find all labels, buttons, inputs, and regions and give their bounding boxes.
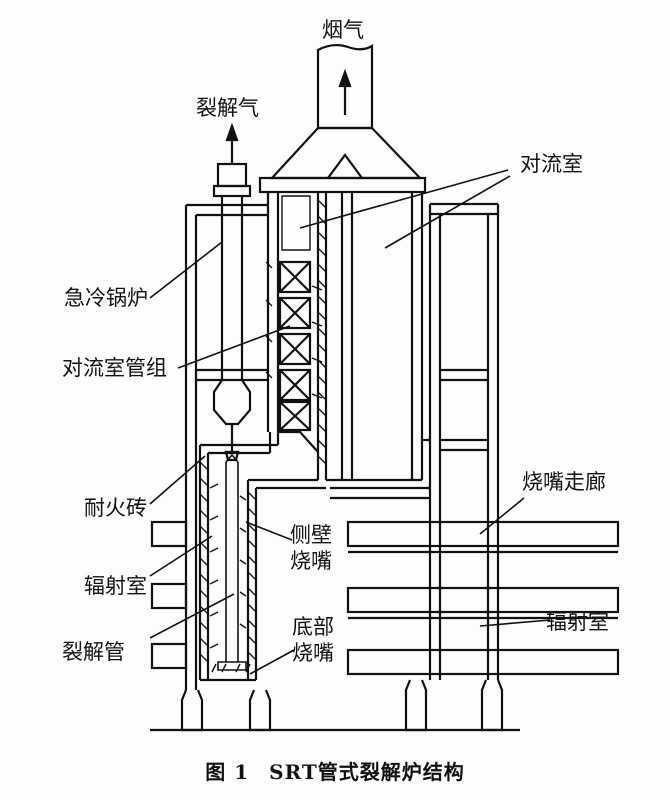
support-legs <box>150 679 520 732</box>
cracking-tube <box>217 453 247 671</box>
convection-section <box>266 192 424 482</box>
flue-gas-arrow <box>338 68 352 115</box>
label-quench-boiler: 急冷锅炉 <box>64 286 148 310</box>
radiant-section <box>198 430 430 682</box>
figure-title: SRT管式裂解炉结构 <box>269 760 465 784</box>
convection-tube-bank-boxes <box>265 195 323 432</box>
right-burner-corridors <box>346 520 620 676</box>
label-cracking-tube: 裂解管 <box>62 640 125 664</box>
label-convection-room-top: 对流室 <box>520 152 583 176</box>
label-convection-tube-bank: 对流室管组 <box>62 356 167 380</box>
figure-caption: 图 1 SRT管式裂解炉结构 <box>0 756 670 785</box>
left-frame <box>184 203 268 690</box>
label-refractory-brick: 耐火砖 <box>84 496 147 520</box>
label-side-wall-burner: 侧壁烧嘴 <box>290 523 332 573</box>
cracked-gas-arrow <box>225 122 239 164</box>
side-wall-burners <box>209 483 247 649</box>
bottom-burners <box>211 663 251 673</box>
leader-lines <box>149 169 551 675</box>
label-cracked-gas: 裂解气 <box>196 96 259 120</box>
chimney <box>316 43 374 130</box>
flue-hood <box>269 127 423 180</box>
label-flue-gas: 烟气 <box>322 18 364 42</box>
refractory-lining-radiant <box>199 461 257 663</box>
label-burner-corridor: 烧嘴走廊 <box>522 470 606 494</box>
refractory-lining-convection <box>317 199 327 465</box>
label-radiant-room-right: 辐射室 <box>546 610 609 634</box>
label-bottom-burner: 底部烧嘴 <box>292 615 334 665</box>
right-frame <box>422 204 500 680</box>
left-burner-platforms <box>150 520 188 670</box>
quench-boiler <box>212 162 252 462</box>
label-radiant-room-left: 辐射室 <box>84 574 147 598</box>
figure-number: 图 1 <box>205 760 250 784</box>
